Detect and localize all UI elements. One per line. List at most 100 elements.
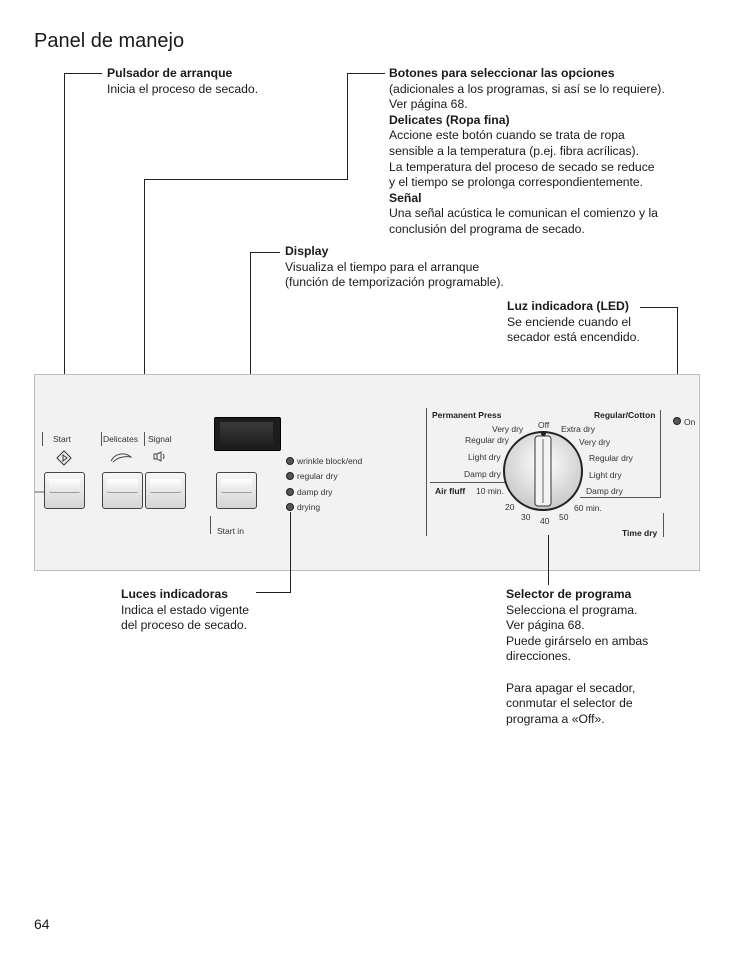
annotation-selector-heading: Selector de programa xyxy=(506,587,632,601)
leader-line xyxy=(548,535,549,585)
leader-line xyxy=(347,73,348,179)
start-icon xyxy=(56,450,72,466)
delicates-icon xyxy=(110,453,132,463)
annotation-indicators-line: Indica el estado vigente xyxy=(121,602,250,617)
dial-pointer-dot xyxy=(541,431,546,436)
time-label: 40 xyxy=(540,516,550,526)
permanent-press-label: Permanent Press xyxy=(432,410,502,420)
indicator-led xyxy=(286,488,294,496)
dial-label-right: Very dry xyxy=(579,437,611,447)
start-in-label: Start in xyxy=(217,526,244,536)
indicator-led xyxy=(286,457,294,465)
annotation-indicators: Luces indicadoras Indica el estado vigen… xyxy=(121,587,249,634)
delicates-button[interactable] xyxy=(102,472,143,509)
annotation-led-heading: Luz indicadora (LED) xyxy=(507,299,629,313)
signal-label: Signal xyxy=(148,434,172,444)
annotation-selector-line: Selecciona el programa. xyxy=(506,602,638,617)
separator xyxy=(101,432,102,446)
annotation-delicates-heading: Delicates (Ropa fina) xyxy=(389,112,510,127)
time-label: 20 xyxy=(505,502,515,512)
annotation-selector-line: programa a «Off». xyxy=(506,711,605,726)
panel-edge-mark xyxy=(34,491,44,493)
signal-button[interactable] xyxy=(145,472,186,509)
annotation-indicators-line: del proceso de secado. xyxy=(121,618,248,633)
off-label: Off xyxy=(538,420,550,430)
leader-line xyxy=(64,73,102,74)
leader-line xyxy=(347,73,385,74)
annotation-led: Luz indicadora (LED) Se enciende cuando … xyxy=(507,299,640,346)
separator xyxy=(660,410,661,498)
annotation-delicates-line: La temperatura del proceso de secado se … xyxy=(389,159,655,174)
time-dry-label: Time dry xyxy=(622,528,658,538)
annotation-display-line: (función de temporización programable). xyxy=(285,275,504,290)
annotation-start: Pulsador de arranque Inicia el proceso d… xyxy=(107,66,258,97)
regular-cotton-label: Regular/Cotton xyxy=(594,410,656,420)
start-label: Start xyxy=(53,434,71,444)
indicator-led xyxy=(286,472,294,480)
dial-label-left: Very dry xyxy=(492,424,524,434)
indicator-label: wrinkle block/end xyxy=(297,456,363,466)
annotation-signal-heading: Señal xyxy=(389,190,422,205)
leader-line xyxy=(144,179,348,180)
leader-line xyxy=(144,179,145,447)
leader-line xyxy=(677,307,678,415)
page-number: 64 xyxy=(34,916,50,932)
signal-icon xyxy=(153,451,165,462)
start-in-button[interactable] xyxy=(216,472,257,509)
annotation-selector-line: conmutar el selector de xyxy=(506,696,633,711)
on-label: On xyxy=(684,417,696,427)
annotation-selector-line: direcciones. xyxy=(506,649,572,664)
annotation-led-line: Se enciende cuando el xyxy=(507,314,632,329)
annotation-display: Display Visualiza el tiempo para el arra… xyxy=(285,244,504,291)
page-title: Panel de manejo xyxy=(34,30,185,52)
annotation-options: Botones para seleccionar las opciones (a… xyxy=(389,66,665,238)
annotation-start-heading: Pulsador de arranque xyxy=(107,66,233,80)
dial-label-left: Light dry xyxy=(468,452,501,462)
annotation-selector-spacer xyxy=(506,665,648,681)
time-label: 50 xyxy=(559,512,569,522)
separator xyxy=(144,432,145,446)
dial-label-right: Damp dry xyxy=(586,486,623,496)
separator xyxy=(210,516,211,534)
display-screen xyxy=(214,417,281,451)
dial-label-right: Light dry xyxy=(589,470,622,480)
indicator-label: regular dry xyxy=(297,471,338,481)
annotation-selector: Selector de programa Selecciona el progr… xyxy=(506,587,648,727)
leader-line xyxy=(64,73,65,425)
program-selector-dial[interactable] xyxy=(500,428,586,514)
leader-line xyxy=(256,592,291,593)
time-dry-divider xyxy=(580,497,661,498)
indicator-label: drying xyxy=(297,502,321,512)
delicates-label: Delicates xyxy=(103,434,138,444)
time-label: 10 min. xyxy=(476,486,504,496)
annotation-selector-line: Ver página 68. xyxy=(506,618,585,633)
annotation-options-line: Ver página 68. xyxy=(389,97,468,112)
dial-label-right: Extra dry xyxy=(561,424,596,434)
separator xyxy=(42,432,43,446)
annotation-selector-line: Puede girárselo en ambas xyxy=(506,633,649,648)
start-button[interactable] xyxy=(44,472,85,509)
leader-line xyxy=(250,252,280,253)
leader-line xyxy=(290,512,291,592)
air-fluff-label: Air fluff xyxy=(435,486,466,496)
dial-label-right: Regular dry xyxy=(589,453,633,463)
leader-line xyxy=(640,307,678,308)
separator xyxy=(663,513,664,537)
time-label: 30 xyxy=(521,512,531,522)
indicator-label: damp dry xyxy=(297,487,333,497)
leader-line xyxy=(250,252,251,418)
annotation-options-line: (adicionales a los programas, si así se … xyxy=(389,81,665,96)
annotation-led-line: secador está encendido. xyxy=(507,330,640,345)
dial-label-left: Regular dry xyxy=(465,435,509,445)
annotation-delicates-line: sensible a la temperatura (p.ej. fibra a… xyxy=(389,143,639,158)
dial-label-left: Damp dry xyxy=(464,469,501,479)
annotation-signal-line: Una señal acústica le comunican el comie… xyxy=(389,206,658,221)
time-label: 60 min. xyxy=(574,503,602,513)
annotation-display-heading: Display xyxy=(285,244,329,258)
indicator-led xyxy=(286,503,294,511)
power-led xyxy=(673,417,681,425)
annotation-selector-line: Para apagar el secador, xyxy=(506,680,636,695)
air-fluff-divider xyxy=(430,482,510,483)
annotation-display-line: Visualiza el tiempo para el arranque xyxy=(285,259,480,274)
annotation-start-text: Inicia el proceso de secado. xyxy=(107,81,259,96)
